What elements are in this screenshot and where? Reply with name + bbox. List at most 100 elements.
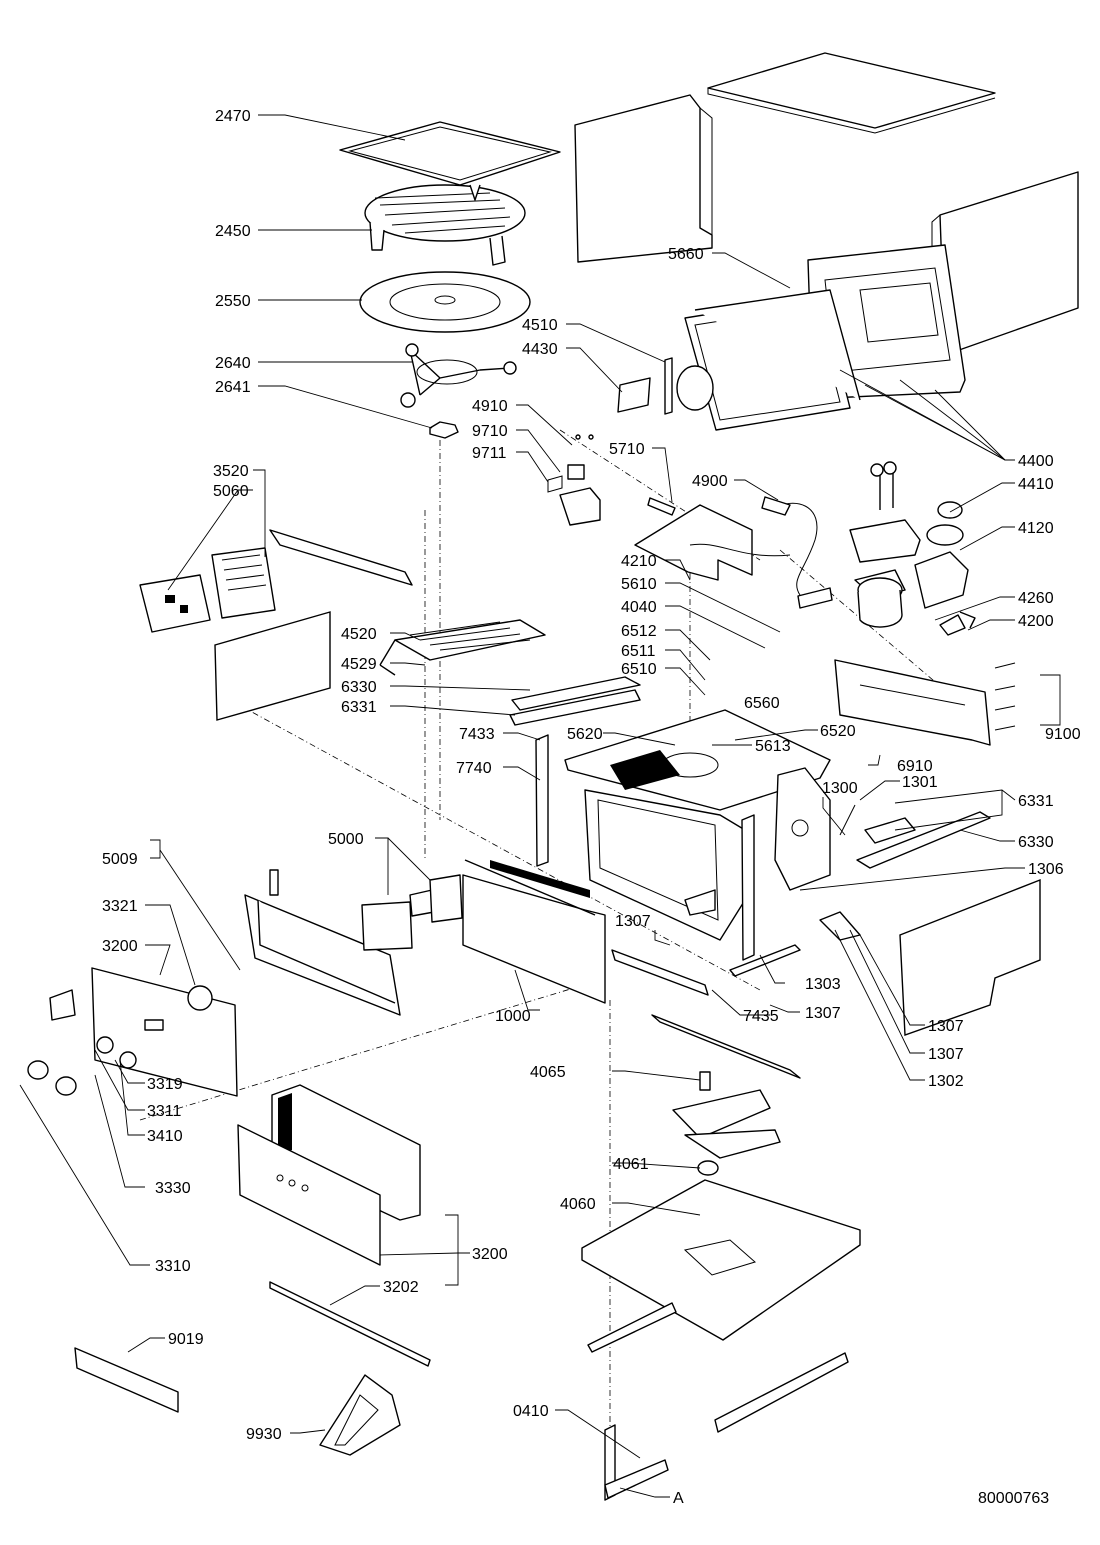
callout-6330-a: 6330 bbox=[341, 679, 377, 696]
front-frame bbox=[462, 859, 606, 1004]
callout-4065: 4065 bbox=[530, 1064, 566, 1081]
drawing-number: 80000763 bbox=[978, 1490, 1049, 1507]
callout-4510: 4510 bbox=[522, 317, 558, 334]
callout-6560: 6560 bbox=[744, 695, 780, 712]
knob-cap-3321 bbox=[187, 985, 213, 1011]
callout-4061: 4061 bbox=[613, 1156, 649, 1173]
view-marker: A bbox=[673, 1490, 684, 1507]
callout-3310: 3310 bbox=[155, 1258, 191, 1275]
screws-group bbox=[994, 662, 1016, 731]
callout-6512: 6512 bbox=[621, 623, 657, 640]
callout-4430: 4430 bbox=[522, 341, 558, 358]
callout-3319: 3319 bbox=[147, 1076, 183, 1093]
badge-strip bbox=[74, 1347, 179, 1413]
callout-4520: 4520 bbox=[341, 626, 377, 643]
mains-cable-bracket bbox=[634, 504, 753, 581]
panel-clip bbox=[49, 989, 76, 1021]
hinge-cover bbox=[774, 767, 831, 891]
callout-3321: 3321 bbox=[102, 898, 138, 915]
callout-3200-b: 3200 bbox=[472, 1246, 508, 1263]
callout-1307-d: 1307 bbox=[928, 1046, 964, 1063]
callout-9710: 9710 bbox=[472, 423, 508, 440]
callout-3202: 3202 bbox=[383, 1279, 419, 1296]
callout-7435: 7435 bbox=[743, 1008, 779, 1025]
roller-ring bbox=[400, 343, 517, 408]
callout-4120: 4120 bbox=[1018, 520, 1054, 537]
callout-6511: 6511 bbox=[621, 643, 656, 660]
callout-1307-b: 1307 bbox=[805, 1005, 841, 1022]
callout-4900: 4900 bbox=[692, 473, 728, 490]
callout-2641: 2641 bbox=[215, 379, 251, 396]
callout-4060: 4060 bbox=[560, 1196, 596, 1213]
callout-5610: 5610 bbox=[621, 576, 657, 593]
callout-2550: 2550 bbox=[215, 293, 251, 310]
callout-2450: 2450 bbox=[215, 223, 251, 240]
magnetron bbox=[849, 461, 921, 563]
callout-1303: 1303 bbox=[805, 976, 841, 993]
turntable-glass-plate bbox=[359, 271, 531, 333]
diode bbox=[939, 611, 976, 636]
callout-5620: 5620 bbox=[567, 726, 603, 743]
fan-motor bbox=[926, 501, 964, 546]
base-rails bbox=[587, 1014, 849, 1433]
callout-7740: 7740 bbox=[456, 760, 492, 777]
grill-rack bbox=[364, 184, 526, 266]
cavity-top bbox=[564, 709, 831, 811]
callout-6910: 6910 bbox=[897, 758, 933, 775]
callout-4410: 4410 bbox=[1018, 476, 1054, 493]
callout-5613: 5613 bbox=[755, 738, 791, 755]
callout-1000: 1000 bbox=[495, 1008, 531, 1025]
motor-coupler-4061 bbox=[697, 1160, 719, 1176]
callout-6331-a: 6331 bbox=[341, 699, 377, 716]
callout-9711: 9711 bbox=[472, 445, 507, 462]
cabinet-side-panel-left bbox=[574, 94, 713, 263]
door-switch-assembly bbox=[839, 804, 991, 869]
door-glass-panel bbox=[237, 1124, 381, 1266]
door-trim-strip bbox=[269, 1281, 431, 1367]
insulation-left bbox=[214, 611, 331, 721]
waveguide-cover bbox=[509, 676, 641, 726]
cabinet-top-cover bbox=[707, 52, 996, 134]
callout-4529: 4529 bbox=[341, 656, 377, 673]
callout-3330: 3330 bbox=[155, 1180, 191, 1197]
callout-6520: 6520 bbox=[820, 723, 856, 740]
door-seal-frames bbox=[684, 289, 861, 431]
base-plate bbox=[581, 1179, 861, 1341]
turntable-motor-plate bbox=[672, 1071, 781, 1159]
high-voltage-transformer bbox=[854, 551, 969, 628]
callout-4040: 4040 bbox=[621, 599, 657, 616]
callout-1307-a: 1307 bbox=[615, 913, 651, 930]
thermal-fuse-bracket bbox=[547, 434, 601, 526]
relays bbox=[361, 874, 463, 951]
callout-5660: 5660 bbox=[668, 246, 704, 263]
floor-rail bbox=[611, 944, 801, 996]
thermal-cutout bbox=[647, 497, 676, 516]
callout-6331-b: 6331 bbox=[1018, 793, 1054, 810]
control-board bbox=[139, 574, 211, 633]
callout-1302: 1302 bbox=[928, 1073, 964, 1090]
callout-3311: 3311 bbox=[147, 1103, 182, 1120]
callout-5060: 5060 bbox=[213, 483, 249, 500]
mains-cable bbox=[689, 496, 818, 596]
board-rail bbox=[269, 529, 413, 586]
callout-1307-c: 1307 bbox=[928, 1018, 964, 1035]
callout-5009: 5009 bbox=[102, 851, 138, 868]
callout-4210: 4210 bbox=[621, 553, 657, 570]
stirrer-antenna bbox=[617, 357, 714, 415]
callout-4200: 4200 bbox=[1018, 613, 1054, 630]
door-latch-hook bbox=[819, 911, 861, 941]
cavity-side-strip bbox=[535, 734, 755, 961]
mounting-bracket-0410 bbox=[604, 1424, 669, 1501]
door-frame bbox=[271, 1084, 421, 1221]
callout-2640: 2640 bbox=[215, 355, 251, 372]
insulation-right bbox=[899, 878, 1041, 1036]
callout-1301: 1301 bbox=[902, 774, 938, 791]
door-handle-9930 bbox=[319, 1374, 401, 1456]
callout-1306: 1306 bbox=[1028, 861, 1064, 878]
callout-7433: 7433 bbox=[459, 726, 495, 743]
callout-6510: 6510 bbox=[621, 661, 657, 678]
callout-1300: 1300 bbox=[822, 780, 858, 797]
callout-6330-b: 6330 bbox=[1018, 834, 1054, 851]
callout-9930: 9930 bbox=[246, 1426, 282, 1443]
callout-9019: 9019 bbox=[168, 1331, 204, 1348]
